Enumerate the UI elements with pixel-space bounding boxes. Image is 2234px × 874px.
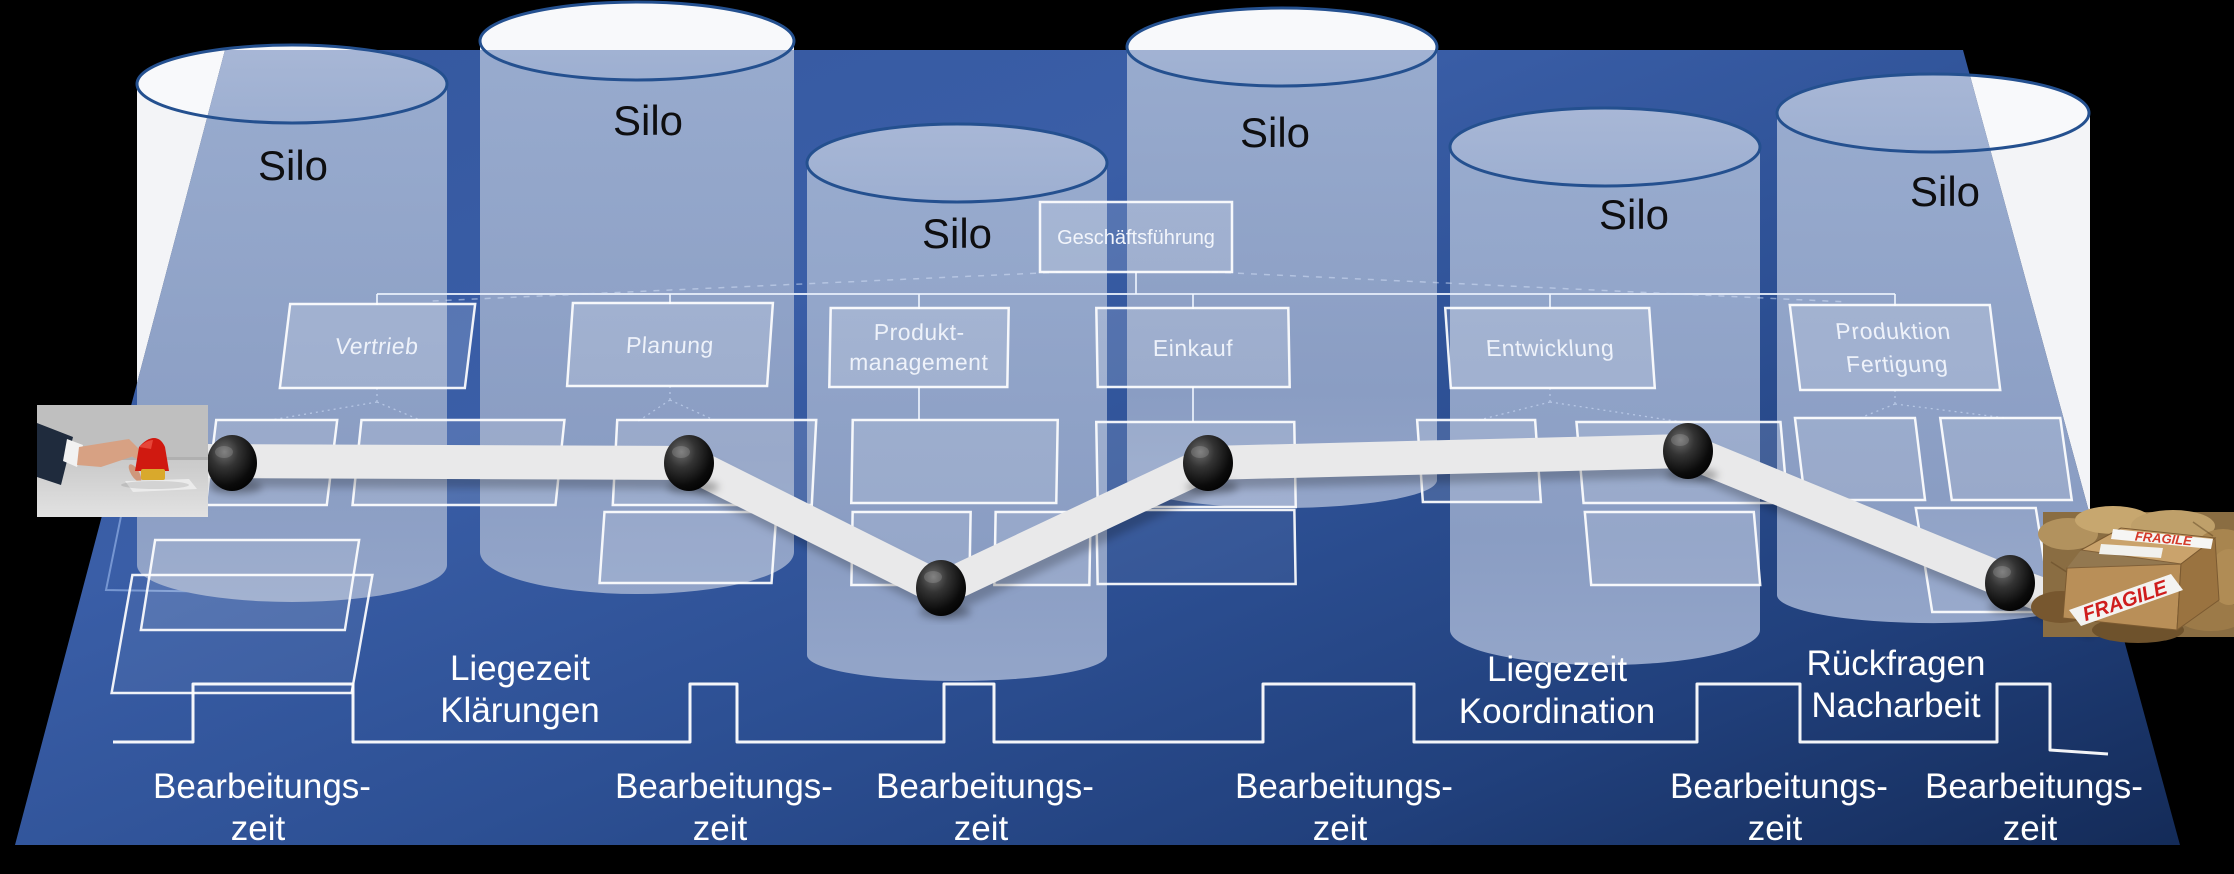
process-node-2 — [664, 435, 719, 494]
processing-time-label-5-line2: zeit — [1748, 809, 1803, 848]
process-node-1 — [207, 435, 262, 494]
dept-label-entwicklung: Entwicklung — [1485, 335, 1615, 361]
dept-box-vertrieb: Vertrieb — [278, 302, 477, 390]
org-vertical-stubs — [376, 272, 1896, 309]
sub-box — [1583, 510, 1762, 587]
fragile-text-top: FRAGILE — [2134, 529, 2192, 549]
silo-5-label: Silo — [1599, 191, 1669, 238]
silo-1-rim — [135, 43, 449, 125]
processing-time-label-5-line1: Bearbeitungs- — [1670, 767, 1888, 806]
silo-1-label: Silo — [258, 142, 328, 189]
process-node-3 — [916, 560, 971, 619]
dept-box-entwicklung: Entwicklung — [1443, 306, 1657, 390]
processing-time-label-4-line2: zeit — [1313, 809, 1368, 848]
dept-label-produktion-line2: Fertigung — [1845, 351, 1950, 377]
silo-2-label: Silo — [613, 97, 683, 144]
silo-2-rim — [478, 0, 796, 82]
fragile-package-photo: FRAGILE FRAGILE — [2031, 506, 2234, 643]
processing-time-label-1-line1: Bearbeitungs- — [153, 767, 371, 806]
sub-box — [1793, 416, 1927, 502]
dept-label-einkauf: Einkauf — [1153, 335, 1234, 361]
dept-label-planung: Planung — [625, 332, 715, 358]
top-tape — [2111, 529, 2213, 549]
silo-5-rim — [1448, 106, 1762, 188]
shipping-label — [2099, 544, 2163, 558]
dept-box-produktmanagement: Produkt- management — [828, 306, 1010, 389]
floor-box — [110, 573, 374, 695]
processing-time-label-2-line2: zeit — [693, 809, 748, 848]
wait-label-1-line2: Klärungen — [440, 691, 600, 730]
silo-3-label: Silo — [922, 210, 992, 257]
dept-sub-stubs — [918, 387, 1194, 422]
suit-sleeve — [37, 423, 73, 485]
silo-4-rim — [1125, 6, 1439, 88]
dept-label-produktion-line1: Produktion — [1834, 318, 1952, 344]
floor-box — [1095, 508, 1297, 586]
processing-time-label-1-line2: zeit — [231, 809, 286, 848]
management-label: Geschäftsführung — [1057, 227, 1215, 249]
processing-time-label-3-line2: zeit — [954, 809, 1009, 848]
wait-label-2-line2: Koordination — [1459, 692, 1656, 731]
dept-label-produkt-line2: management — [849, 349, 989, 375]
wait-label-2-line1: Liegezeit — [1487, 650, 1627, 689]
sub-box — [850, 418, 1059, 505]
process-nodes — [207, 423, 2040, 619]
dept-sub-dotted-connectors — [270, 386, 2007, 423]
processing-time-label-6-line2: zeit — [2003, 809, 2058, 848]
timeline-step-line — [113, 682, 2109, 756]
processing-time-label-6-line1: Bearbeitungs- — [1925, 767, 2143, 806]
front-tape — [2069, 574, 2183, 626]
dept-box-planung: Planung — [565, 301, 775, 388]
floor-box — [139, 538, 361, 632]
emergency-stop-photo — [37, 405, 208, 517]
sub-box — [598, 510, 778, 585]
sub-box — [1938, 416, 2074, 502]
silo-5: Silo — [1448, 106, 1762, 665]
org-diagonal-connectors — [431, 271, 1849, 303]
dept-label-vertrieb: Vertrieb — [334, 333, 420, 359]
timeline-labels: Bearbeitungs- zeit Bearbeitungs- zeit Be… — [153, 644, 2143, 848]
dept-label-produkt-line1: Produkt- — [874, 319, 965, 345]
process-node-4 — [1183, 435, 1238, 494]
silo-3-rim — [805, 122, 1109, 204]
process-node-6 — [1985, 555, 2040, 614]
hand — [77, 439, 143, 467]
silo-4: Silo — [1125, 6, 1439, 508]
silo-6-label: Silo — [1910, 168, 1980, 215]
button-base — [141, 469, 165, 480]
silo-6-rim — [1775, 72, 2091, 154]
dept-box-einkauf: Einkauf — [1095, 306, 1291, 389]
silo-6: Silo — [1775, 72, 2091, 624]
wait-label-1-line1: Liegezeit — [450, 649, 590, 688]
wait-label-3-line2: Nacharbeit — [1811, 686, 1981, 725]
management-box: Geschäftsführung — [1038, 200, 1234, 274]
processing-time-label-3-line1: Bearbeitungs- — [876, 767, 1094, 806]
processing-time-label-4-line1: Bearbeitungs- — [1235, 767, 1453, 806]
silo-4-label: Silo — [1240, 109, 1310, 156]
processing-time-label-2-line1: Bearbeitungs- — [615, 767, 833, 806]
dept-box-produktion: Produktion Fertigung — [1788, 303, 2002, 392]
wait-label-3-line1: Rückfragen — [1807, 644, 1986, 683]
process-node-5 — [1663, 423, 1718, 482]
